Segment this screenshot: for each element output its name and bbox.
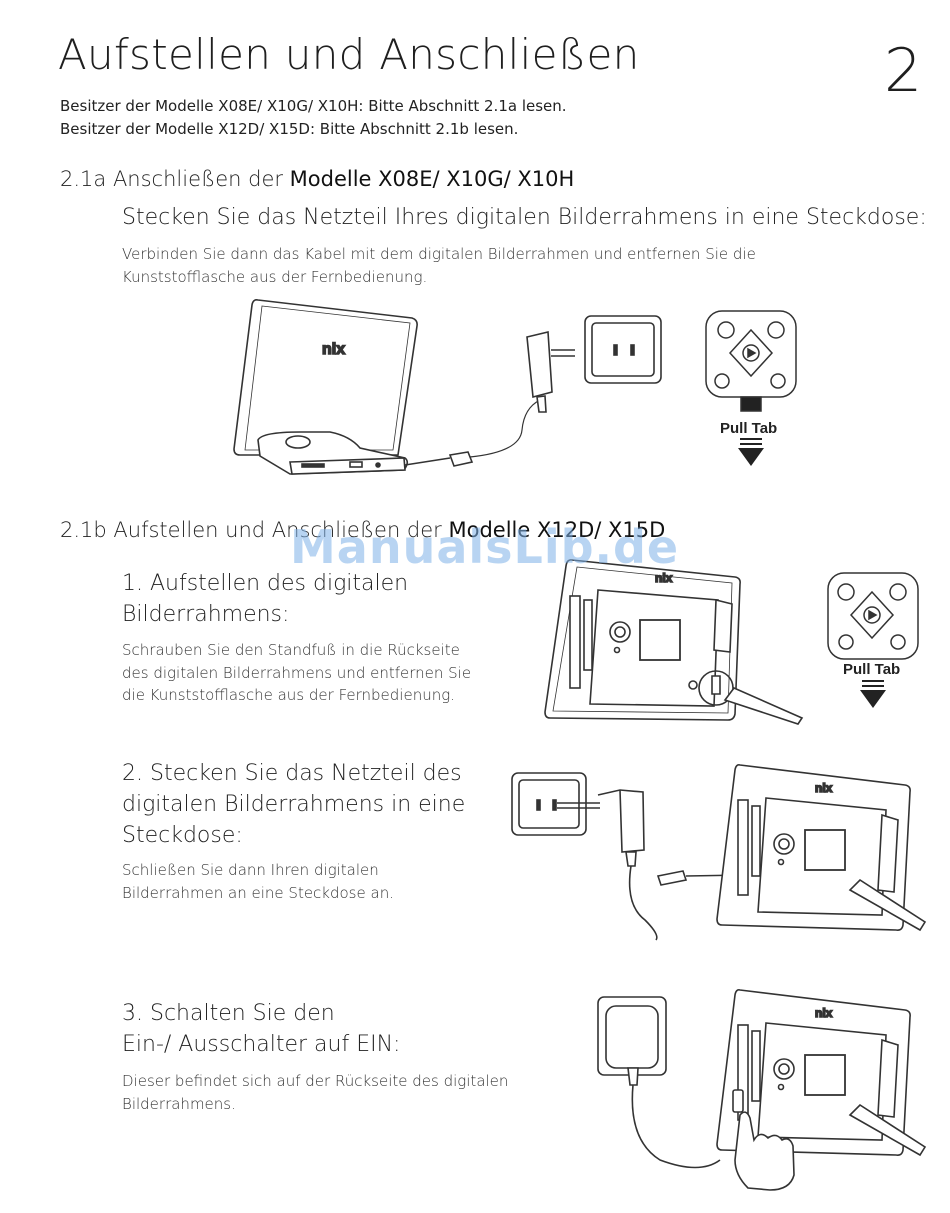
- brand-logo: nix: [655, 571, 673, 585]
- step-title-line: 1. Aufstellen des digitalen: [122, 571, 409, 596]
- intro-line: Besitzer der Modelle X08E/ X10G/ X10H: B…: [60, 97, 567, 115]
- section-a-body: Verbinden Sie dann das Kabel mit dem dig…: [122, 243, 756, 288]
- section-b-heading: 2.1b Aufstellen und Anschließen der Mode…: [60, 518, 665, 542]
- brand-logo: nix: [815, 1006, 833, 1020]
- section-a-lead: Stecken Sie das Netzteil Ihres digitalen…: [122, 205, 927, 230]
- intro-text: Besitzer der Modelle X08E/ X10G/ X10H: B…: [60, 95, 567, 141]
- pull-tab-label: Pull Tab: [843, 661, 900, 678]
- intro-line: Besitzer der Modelle X12D/ X15D: Bitte A…: [60, 120, 519, 138]
- down-arrow-icon: [860, 680, 886, 708]
- wall-socket-drawing: [584, 315, 662, 384]
- body-line: Schließen Sie dann Ihren digitalen: [122, 861, 379, 879]
- body-line: Bilderrahmens.: [122, 1094, 236, 1113]
- step-title-line: 3. Schalten Sie den: [122, 1001, 335, 1026]
- step-1-title: 1. Aufstellen des digitalen Bilderrahmen…: [122, 568, 408, 630]
- plugged-adapter-step3-drawing: [597, 996, 721, 1169]
- step-title-line: Bilderrahmens:: [122, 602, 290, 627]
- photo-frame-x10-drawing: nix: [233, 299, 541, 475]
- step-title-line: 2. Stecken Sie das Netzteil des: [122, 761, 462, 786]
- pull-tab-label: Pull Tab: [720, 420, 777, 437]
- step-2-body: Schließen Sie dann Ihren digitalen Bilde…: [122, 859, 394, 904]
- step-1-body: Schrauben Sie den Standfuß in die Rückse…: [122, 639, 471, 707]
- section-a-heading: 2.1a Anschließen der Modelle X08E/ X10G/…: [60, 167, 574, 191]
- remote-control-step1-drawing: [827, 572, 919, 660]
- wall-socket-step2-drawing: [511, 772, 587, 836]
- body-line: Bilderrahmen an eine Steckdose an.: [122, 883, 394, 902]
- step-3-body: Dieser befindet sich auf der Rückseite d…: [122, 1070, 508, 1115]
- down-arrow-icon: [738, 438, 764, 466]
- step-title-line: Steckdose:: [122, 823, 243, 848]
- step-title-line: Ein-/ Ausschalter auf EIN:: [122, 1032, 401, 1057]
- power-adapter-step2-drawing: [557, 789, 746, 941]
- power-adapter-drawing: [526, 331, 575, 413]
- brand-logo: nix: [815, 781, 833, 795]
- body-line: Dieser befindet sich auf der Rückseite d…: [122, 1072, 509, 1090]
- body-line: des digitalen Bilderrahmens und entferne…: [122, 663, 472, 682]
- hand-pressing-switch-drawing: [732, 1089, 795, 1191]
- section-b-heading-models: Modelle X12D/ X15D: [448, 518, 666, 542]
- step-2-title: 2. Stecken Sie das Netzteil des digitale…: [122, 758, 465, 851]
- step-title-line: digitalen Bilderrahmens in eine: [122, 792, 466, 817]
- body-line: die Kunststofflasche aus der Fernbedienu…: [122, 686, 455, 704]
- page-number: 2: [884, 36, 923, 106]
- frame-back-step1-drawing: nix: [544, 559, 804, 725]
- step-3-title: 3. Schalten Sie den Ein-/ Ausschalter au…: [122, 998, 400, 1060]
- body-line: Kunststofflasche aus der Fernbedienung.: [122, 267, 428, 286]
- section-a-heading-models: Modelle X08E/ X10G/ X10H: [289, 167, 575, 191]
- page-title: Aufstellen und Anschließen: [58, 30, 640, 79]
- section-b-heading-prefix: 2.1b Aufstellen und Anschließen der: [60, 518, 449, 542]
- body-line: Schrauben Sie den Standfuß in die Rückse…: [122, 641, 460, 659]
- frame-back-step3-drawing: nix: [716, 989, 927, 1157]
- section-a-heading-prefix: 2.1a Anschließen der: [60, 167, 290, 191]
- brand-logo: nix: [322, 341, 345, 358]
- frame-back-step2-drawing: nix: [716, 764, 927, 932]
- remote-control-drawing: [705, 310, 797, 412]
- body-line: Verbinden Sie dann das Kabel mit dem dig…: [122, 245, 756, 263]
- watermark: ManualsLib.de: [290, 520, 680, 574]
